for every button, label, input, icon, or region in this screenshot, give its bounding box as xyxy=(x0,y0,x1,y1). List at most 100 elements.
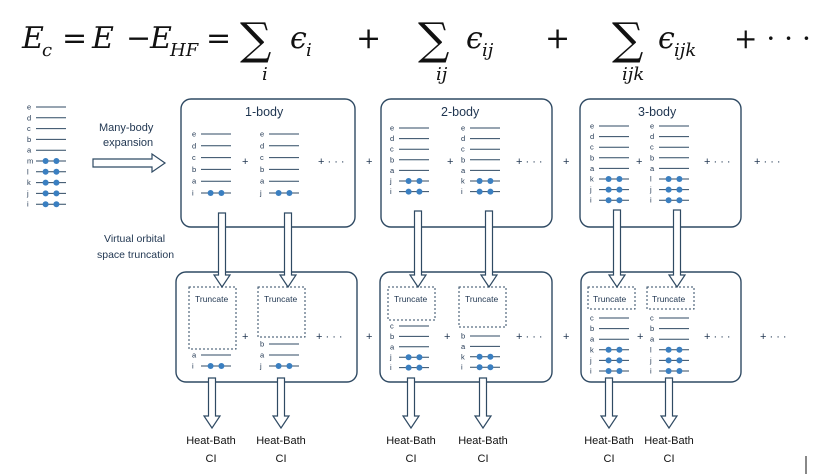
electron xyxy=(476,364,483,371)
heat-bath-arrow-1a xyxy=(202,377,222,430)
dots-top-2: + · · · xyxy=(516,156,543,168)
electron xyxy=(476,178,483,184)
electron xyxy=(487,188,494,195)
orbital-label-c: c xyxy=(650,314,654,323)
electron xyxy=(416,178,423,184)
orbital-label-a: a xyxy=(390,342,395,351)
orbital-label-j: j xyxy=(259,362,262,371)
electron xyxy=(616,368,623,374)
output-label-1b: Heat-Bath xyxy=(256,435,306,447)
electron xyxy=(42,190,49,197)
heat-bath-arrow-1b xyxy=(271,377,291,430)
orbital-label-a: a xyxy=(260,177,265,186)
truncate-arrow-1b xyxy=(278,212,298,289)
orbital-label-b: b xyxy=(590,153,594,162)
electron xyxy=(616,186,623,193)
electron xyxy=(42,168,49,175)
plus-bottom-2: + xyxy=(444,331,450,343)
electron xyxy=(605,197,612,204)
orbital-label-i: i xyxy=(390,363,392,372)
plus-bottom-3: + xyxy=(637,331,643,343)
top-box-1-body xyxy=(180,98,356,228)
output-label-2a: Heat-Bath xyxy=(386,435,436,447)
eq-eps-2: ϵ xyxy=(466,21,483,56)
electron xyxy=(476,353,483,360)
plus-top-2: + xyxy=(447,156,453,168)
electron xyxy=(53,179,60,186)
electron xyxy=(275,190,282,196)
electron xyxy=(42,179,49,186)
electron xyxy=(605,186,612,193)
orbital-label-a: a xyxy=(192,351,197,360)
orbital-label-c: c xyxy=(27,124,31,133)
electron xyxy=(676,197,683,204)
truncate-box-1b xyxy=(257,286,306,338)
orbital-label-a: a xyxy=(590,335,595,344)
electron xyxy=(616,346,623,353)
electron xyxy=(616,197,623,204)
orbital-label-c: c xyxy=(192,153,196,162)
electron xyxy=(665,357,672,364)
orbital-label-b: b xyxy=(461,332,465,341)
plus-between-2-3-bottom: + xyxy=(563,331,569,343)
orbital-label-d: d xyxy=(27,113,31,122)
electron xyxy=(676,357,683,364)
electron xyxy=(416,364,423,371)
dots-top-1: + · · · xyxy=(318,156,345,168)
eq-eps-3-sub: ijk xyxy=(674,40,696,61)
output-cl-2b: CI xyxy=(478,453,489,465)
electron xyxy=(676,368,683,374)
truncate-box-3b xyxy=(646,286,695,310)
orbital-label-a: a xyxy=(650,164,655,173)
orbital-label-c: c xyxy=(260,153,264,162)
orbital-label-a: a xyxy=(461,166,466,175)
electron xyxy=(476,188,483,195)
plus-between-1-2-top: + xyxy=(366,156,372,168)
orbital-label-j: j xyxy=(649,185,652,194)
electron xyxy=(286,363,293,369)
electron xyxy=(487,178,494,184)
output-label-3a: Heat-Bath xyxy=(584,435,634,447)
orbital-label-a: a xyxy=(192,177,197,186)
orbital-label-l: l xyxy=(650,345,652,354)
orbital-label-a: a xyxy=(27,146,32,155)
eq-sum-3: ∑ xyxy=(612,14,643,65)
plus-top-3: + xyxy=(636,156,642,168)
orbital-label-i: i xyxy=(650,367,652,376)
orbital-label-l: l xyxy=(27,167,29,176)
column-title-3-body: 3-body xyxy=(638,105,677,119)
electron xyxy=(616,357,623,364)
eq-e: E xyxy=(91,21,114,56)
electron xyxy=(42,158,49,164)
truncate-label-1a: Truncate xyxy=(195,294,229,304)
orbital-label-b: b xyxy=(260,340,264,349)
eq-sum-2-index: ij xyxy=(436,64,448,85)
orbital-label-d: d xyxy=(192,141,196,150)
orbital-label-b: b xyxy=(390,155,394,164)
orbital-label-j: j xyxy=(389,177,392,186)
electron xyxy=(676,186,683,193)
electron xyxy=(665,197,672,204)
output-label-2b: Heat-Bath xyxy=(458,435,508,447)
orbital-label-a: a xyxy=(590,164,595,173)
eq-eps-2-sub: ij xyxy=(482,40,494,61)
orbital-label-c: c xyxy=(461,145,465,154)
many-body-arrow xyxy=(92,152,167,174)
orbital-label-e: e xyxy=(590,122,594,131)
orbital-label-k: k xyxy=(590,175,594,184)
dots-bottom-1: + · · · xyxy=(316,331,343,343)
virtual-truncation-label-line-1: Virtual orbital xyxy=(104,233,165,245)
electron xyxy=(416,354,423,361)
output-label-3b: Heat-Bath xyxy=(644,435,694,447)
dots-bottom-3: + · · · xyxy=(704,331,731,343)
orbital-label-k: k xyxy=(27,178,31,187)
column-title-2-body: 2-body xyxy=(441,105,480,119)
orbital-label-b: b xyxy=(650,153,654,162)
orbital-label-i: i xyxy=(590,367,592,376)
output-cl-1b: CI xyxy=(276,453,287,465)
